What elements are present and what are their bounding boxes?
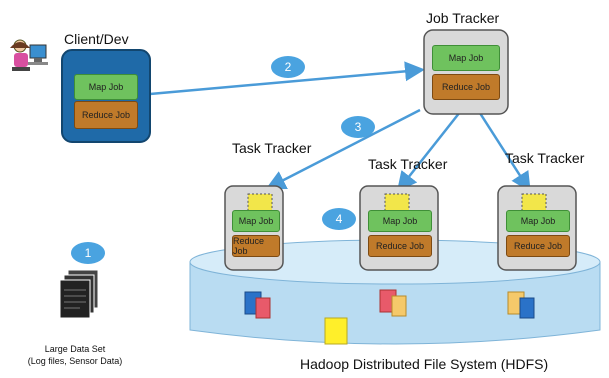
- client-reduce-job: Reduce Job: [74, 101, 138, 129]
- task3-map-job: Map Job: [506, 210, 570, 232]
- step-1-badge: 1: [71, 242, 105, 264]
- job-tracker-reduce-job: Reduce Job: [432, 74, 500, 100]
- step-2-badge: 2: [271, 56, 305, 78]
- arrows: [149, 61, 531, 193]
- client-label: Client/Dev: [64, 31, 129, 47]
- task1-map-job: Map Job: [232, 210, 280, 232]
- dataset-label-line1: Large Data Set: [44, 344, 106, 354]
- task1-reduce-job: Reduce Job: [232, 235, 280, 257]
- step-4-badge: 4: [322, 208, 356, 230]
- job-tracker-map-job: Map Job: [432, 45, 500, 71]
- task2-reduce-job: Reduce Job: [368, 235, 432, 257]
- task2-map-job: Map Job: [368, 210, 432, 232]
- job-tracker-box: [423, 29, 509, 115]
- dataset-label-line2: (Log files, Sensor Data): [27, 356, 123, 366]
- user-at-computer-icon: [10, 39, 48, 71]
- task-tracker-label-3: Task Tracker: [505, 150, 585, 166]
- task3-reduce-job: Reduce Job: [506, 235, 570, 257]
- job-tracker-label: Job Tracker: [426, 10, 500, 26]
- client-map-job: Map Job: [74, 74, 138, 100]
- task-tracker-label-1: Task Tracker: [232, 140, 312, 156]
- step-3-badge: 3: [341, 116, 375, 138]
- task-tracker-label-2: Task Tracker: [368, 156, 448, 172]
- document-stack-icon: [59, 269, 99, 319]
- file-icon: [244, 289, 535, 345]
- hdfs-label: Hadoop Distributed File System (HDFS): [300, 356, 549, 372]
